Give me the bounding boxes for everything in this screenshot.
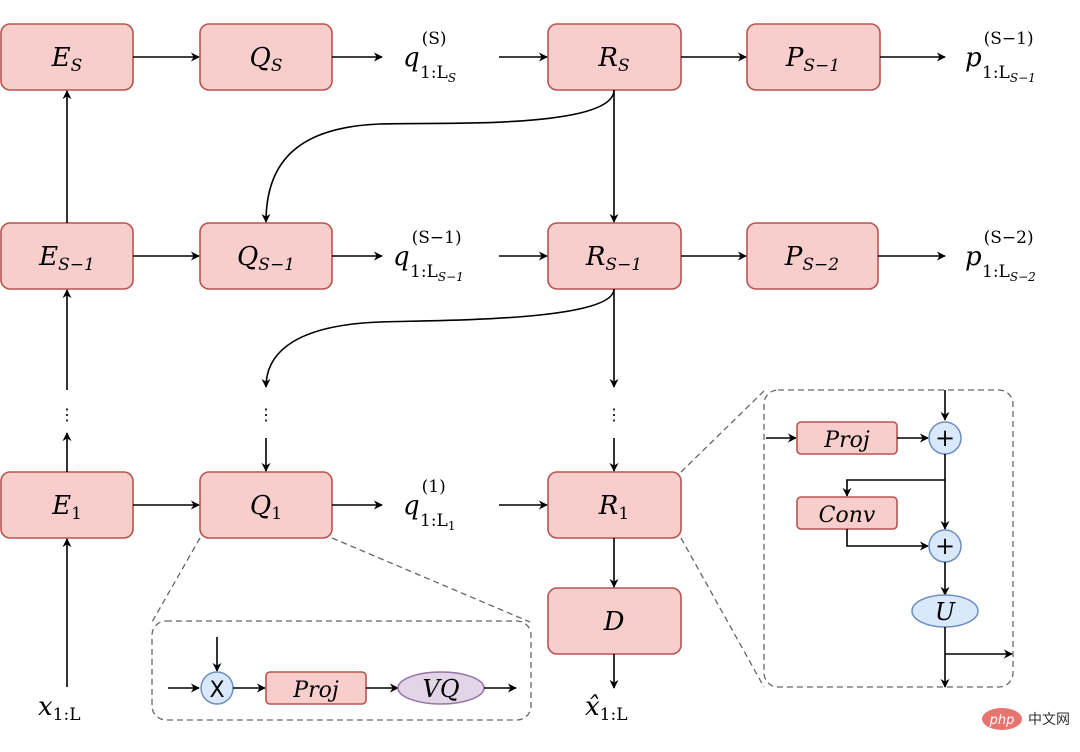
predictor-box-s-2: PS−2 xyxy=(746,222,879,290)
svg-text:1:LS−1: 1:LS−1 xyxy=(410,262,464,284)
arrow-rs1-dots-q xyxy=(261,288,615,388)
svg-text:Proj: Proj xyxy=(823,428,870,453)
svg-text:PS−1: PS−1 xyxy=(785,43,840,76)
conv-box: Conv xyxy=(796,496,898,530)
ellipsis-refiner: ⋮ xyxy=(606,405,622,424)
svg-text:RS−1: RS−1 xyxy=(585,242,642,275)
svg-text:p(S−1): p(S−1) xyxy=(965,29,1034,73)
svg-text:QS−1: QS−1 xyxy=(237,242,295,275)
svg-text:Conv: Conv xyxy=(819,503,876,528)
svg-text:+: + xyxy=(935,532,955,560)
quantizer-detail-inset: X Proj VQ xyxy=(151,537,532,721)
svg-text:E1: E1 xyxy=(51,491,82,524)
svg-text:中文网: 中文网 xyxy=(1028,712,1070,728)
prediction-label-s-2: p(S−2) 1:LS−2 xyxy=(965,228,1036,284)
encoder-box-1: E1 xyxy=(0,471,134,539)
ellipsis-quantizer: ⋮ xyxy=(258,405,274,424)
output-label: x̂1:L xyxy=(585,692,628,725)
svg-text:1:LS−1: 1:LS−1 xyxy=(982,63,1036,85)
svg-text:QS: QS xyxy=(250,43,283,76)
ellipsis-encoder: ⋮ xyxy=(59,405,75,424)
vq-node: VQ xyxy=(397,671,485,705)
proj-box-quantizer: Proj xyxy=(265,671,367,705)
svg-text:1:LS: 1:LS xyxy=(420,63,456,85)
proj-box-refiner: Proj xyxy=(796,421,898,455)
encoder-box-s-1: ES−1 xyxy=(0,222,134,290)
multiply-node: X xyxy=(200,671,234,705)
svg-text:X: X xyxy=(209,678,224,703)
svg-text:q(1): q(1) xyxy=(403,477,446,521)
svg-text:1:L1: 1:L1 xyxy=(420,511,455,533)
quantizer-box-s: QS xyxy=(199,23,333,91)
code-label-s: q(S) 1:LS xyxy=(403,29,456,85)
svg-text:+: + xyxy=(935,424,955,452)
svg-text:Proj: Proj xyxy=(292,678,339,703)
svg-text:ES: ES xyxy=(51,43,83,76)
refiner-box-1: R1 xyxy=(547,471,682,539)
add-node-2: + xyxy=(928,529,962,563)
refiner-box-s-1: RS−1 xyxy=(547,222,682,290)
quantizer-box-s-1: QS−1 xyxy=(199,222,333,290)
svg-text:q(S−1): q(S−1) xyxy=(393,228,462,272)
svg-text:VQ: VQ xyxy=(422,675,459,703)
svg-text:U: U xyxy=(935,598,956,626)
svg-text:p(S−2): p(S−2) xyxy=(965,228,1034,272)
add-node-1: + xyxy=(928,421,962,455)
arrow-rs-qs1 xyxy=(261,89,615,223)
input-label: x1:L xyxy=(38,692,81,725)
quantizer-box-1: Q1 xyxy=(199,471,333,539)
upsample-node: U xyxy=(911,594,979,628)
svg-text:RS: RS xyxy=(597,43,629,76)
prediction-label-s-1: p(S−1) 1:LS−1 xyxy=(965,29,1036,85)
code-label-1: q(1) 1:L1 xyxy=(403,477,455,533)
svg-text:R1: R1 xyxy=(598,491,629,524)
svg-text:ES−1: ES−1 xyxy=(38,242,95,275)
svg-text:D: D xyxy=(603,607,625,637)
refiner-box-s: RS xyxy=(547,23,682,91)
code-label-s-1: q(S−1) 1:LS−1 xyxy=(393,228,464,284)
predictor-box-s-1: PS−1 xyxy=(746,23,881,91)
svg-text:q(S): q(S) xyxy=(403,29,447,73)
svg-text:Q1: Q1 xyxy=(250,491,282,524)
svg-text:php: php xyxy=(989,713,1015,728)
decoder-box: D xyxy=(547,587,682,655)
arrows xyxy=(62,52,946,689)
svg-text:1:LS−2: 1:LS−2 xyxy=(982,262,1036,284)
php-logo-icon xyxy=(982,708,1022,730)
encoder-box-s: ES xyxy=(0,23,134,91)
svg-text:PS−2: PS−2 xyxy=(784,242,839,275)
refiner-detail-inset: Proj + Conv + U xyxy=(680,389,1014,688)
watermark: php 中文网 xyxy=(982,708,1070,730)
